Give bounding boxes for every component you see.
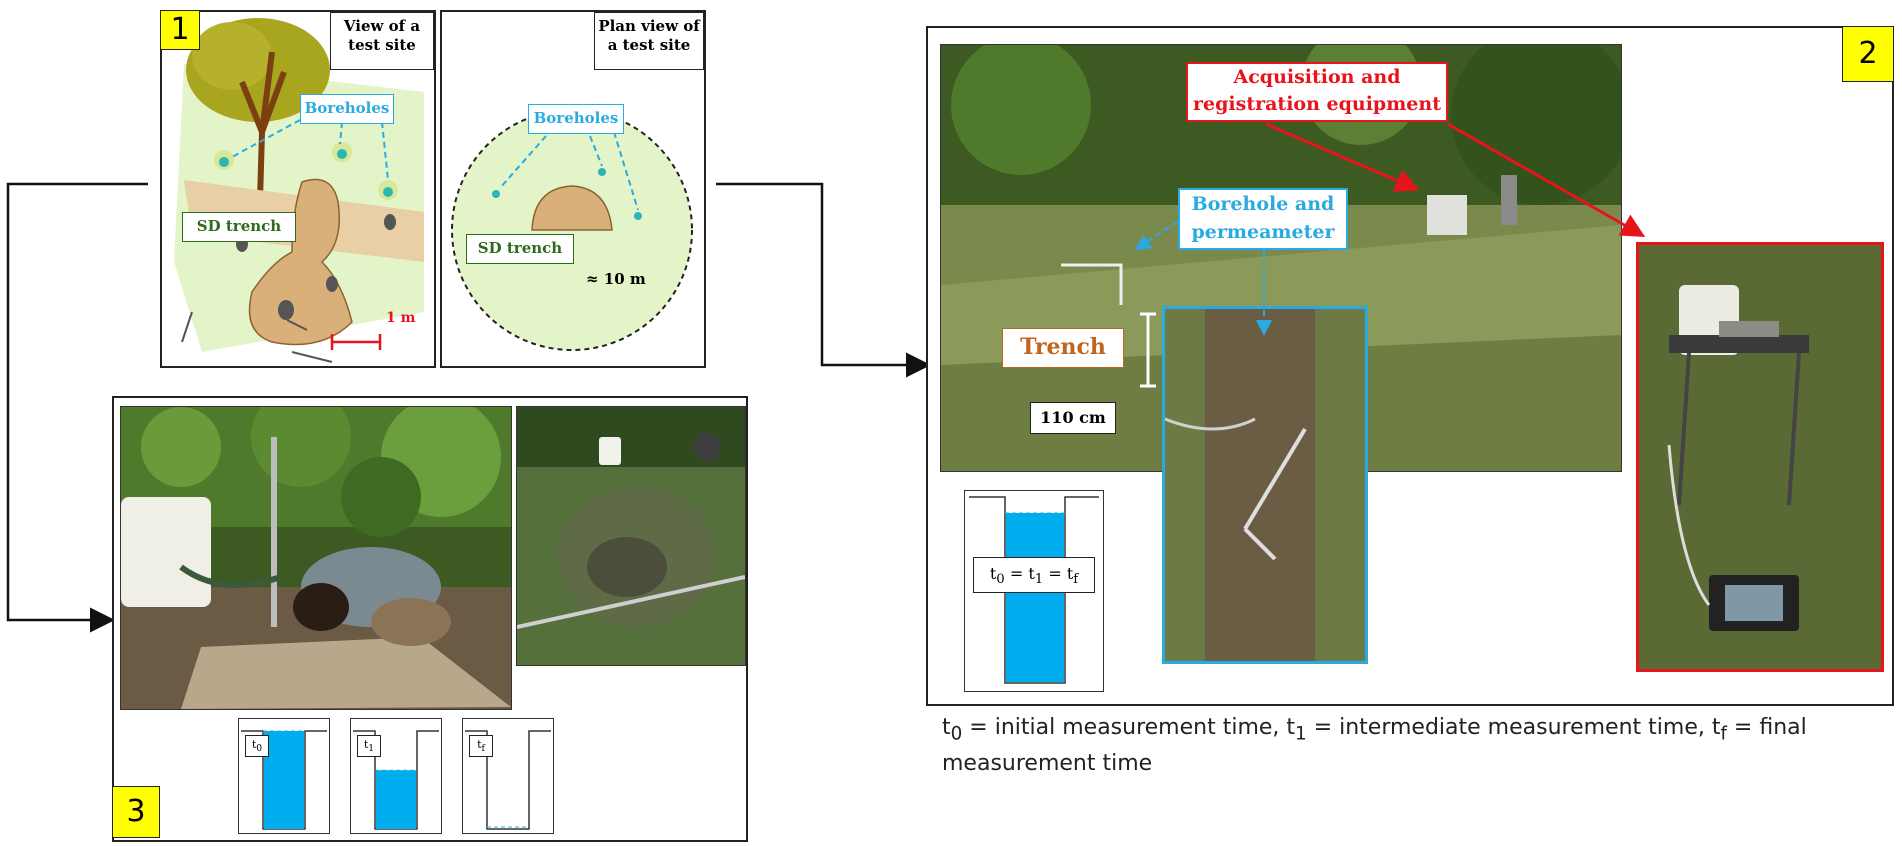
tube-water-fill <box>1006 513 1064 682</box>
plan-boreholes-label: Boreholes <box>528 104 624 134</box>
plan-title: Plan view of a test site <box>594 12 704 70</box>
tube-time-label: tf <box>469 735 493 757</box>
panel-number-1: 1 <box>160 10 200 50</box>
plan-view-illustration <box>451 109 693 351</box>
water-level-tubes: t0 t1 tf <box>238 718 558 836</box>
sd-trench-label: SD trench <box>182 212 296 242</box>
borehole-inset-photo <box>1162 306 1368 664</box>
distance-label: ≈ 10 m <box>586 270 646 288</box>
tube-2: tf <box>462 718 554 834</box>
callout-lines <box>1134 122 1646 336</box>
equipment-inset-photo <box>1636 242 1884 672</box>
panel-3: t0 t1 tf 3 <box>112 396 748 842</box>
tube-0: t0 <box>238 718 330 834</box>
panel-1-plan: Plan view of a test site Boreholes SD tr… <box>440 10 706 368</box>
field-photo-operator <box>120 406 512 710</box>
borehole-permeameter-label: Borehole and permeameter <box>1178 188 1348 250</box>
boreholes-label: Boreholes <box>300 94 394 124</box>
time-caption: t0 = initial measurement time, t1 = inte… <box>942 715 1807 776</box>
arrow-panel1-to-panel3 <box>6 182 148 633</box>
tube-time-label: t1 <box>357 735 381 757</box>
tube-constant-level: t0 = t1 = tf <box>964 490 1104 692</box>
scale-label: 1 m <box>386 310 416 326</box>
tube-water-fill <box>264 731 304 829</box>
view-title: View of a test site <box>330 12 434 70</box>
arrow-panel1-to-panel2 <box>716 182 931 378</box>
depth-bracket <box>1140 312 1156 388</box>
tube-time-label: t0 <box>245 735 269 757</box>
depth-label: 110 cm <box>1030 402 1116 434</box>
trench-label: Trench <box>1002 328 1124 368</box>
panel-2: Acquisition and registration equipment B… <box>926 26 1894 706</box>
tube-water-fill <box>376 770 416 829</box>
tube-1: t1 <box>350 718 442 834</box>
field-photo-ground <box>516 406 746 666</box>
plan-sd-trench-label: SD trench <box>466 234 574 264</box>
panel-number-3: 3 <box>112 786 160 838</box>
equipment-label: Acquisition and registration equipment <box>1186 62 1448 122</box>
times-equal-label: t0 = t1 = tf <box>973 557 1095 593</box>
test-site-illustration <box>174 18 424 363</box>
panel-number-2: 2 <box>1842 26 1894 82</box>
panel-1-view: 1 View of a test site Boreholes SD trenc… <box>160 10 436 368</box>
